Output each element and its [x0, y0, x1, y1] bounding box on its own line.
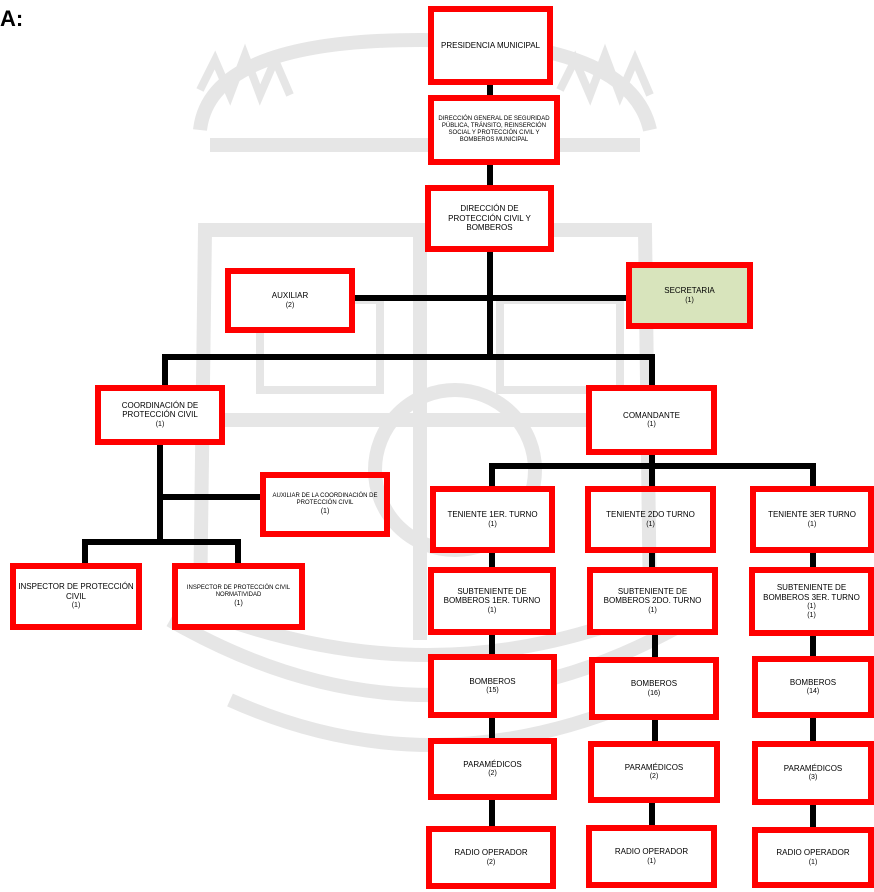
node-count: (1)	[488, 521, 497, 529]
node-subteniente-3er-turno[interactable]: SUBTENIENTE DE BOMBEROS 3ER. TURNO (1) (…	[749, 567, 874, 636]
node-count: (1)	[808, 521, 817, 529]
node-label: SUBTENIENTE DE BOMBEROS 3ER. TURNO	[757, 583, 866, 602]
node-count: (1)	[809, 859, 818, 867]
node-bomberos-1er-turno[interactable]: BOMBEROS (15)	[428, 654, 557, 718]
node-teniente-3er-turno[interactable]: TENIENTE 3ER TURNO (1)	[750, 486, 874, 553]
node-label: AUXILIAR DE LA COORDINACIÓN DE PROTECCIÓ…	[268, 493, 382, 507]
node-direccion-general[interactable]: DIRECCIÓN GENERAL DE SEGURIDAD PÚBLICA, …	[428, 95, 560, 165]
node-count: (1)	[648, 607, 657, 615]
node-bomberos-2do-turno[interactable]: BOMBEROS (16)	[589, 657, 719, 720]
node-label: PARAMÉDICOS	[625, 763, 684, 773]
node-direccion-proteccion-civil[interactable]: DIRECCIÓN DE PROTECCIÓN CIVIL Y BOMBEROS	[425, 185, 554, 252]
node-count: (1)	[488, 607, 497, 615]
node-teniente-1er-turno[interactable]: TENIENTE 1ER. TURNO (1)	[430, 486, 555, 553]
node-paramedicos-2do-turno[interactable]: PARAMÉDICOS (2)	[588, 741, 720, 803]
node-count: (1)	[647, 421, 656, 429]
node-subteniente-1er-turno[interactable]: SUBTENIENTE DE BOMBEROS 1ER. TURNO (1)	[428, 567, 556, 635]
node-inspector-normatividad[interactable]: INSPECTOR DE PROTECCIÓN CIVIL NORMATIVID…	[172, 563, 305, 630]
node-comandante[interactable]: COMANDANTE (1)	[586, 385, 717, 455]
node-label: INSPECTOR DE PROTECCIÓN CIVIL	[18, 582, 134, 601]
node-label: SUBTENIENTE DE BOMBEROS 1ER. TURNO	[436, 587, 548, 606]
node-label: PARAMÉDICOS	[463, 760, 522, 770]
node-secretaria[interactable]: SECRETARIA (1)	[626, 262, 753, 329]
node-label: INSPECTOR DE PROTECCIÓN CIVIL NORMATIVID…	[180, 585, 297, 599]
node-label: DIRECCIÓN GENERAL DE SEGURIDAD PÚBLICA, …	[436, 116, 552, 145]
node-radio-operador-2do-turno[interactable]: RADIO OPERADOR (1)	[586, 825, 717, 888]
node-count: (14)	[807, 688, 819, 696]
node-teniente-2do-turno[interactable]: TENIENTE 2DO TURNO (1)	[585, 486, 716, 553]
node-label: TENIENTE 2DO TURNO	[606, 510, 695, 520]
node-count: (1)	[72, 602, 81, 610]
node-count: (1)	[156, 421, 165, 429]
node-count: (3)	[809, 774, 818, 782]
node-count: (1)	[321, 508, 330, 516]
node-label: TENIENTE 1ER. TURNO	[447, 510, 537, 520]
node-subteniente-2do-turno[interactable]: SUBTENIENTE DE BOMBEROS 2DO. TURNO (1)	[587, 567, 718, 635]
node-count: (2)	[286, 302, 295, 310]
node-radio-operador-3er-turno[interactable]: RADIO OPERADOR (1)	[752, 827, 874, 888]
node-label: DIRECCIÓN DE PROTECCIÓN CIVIL Y BOMBEROS	[433, 204, 546, 233]
node-coordinacion-proteccion-civil[interactable]: COORDINACIÓN DE PROTECCIÓN CIVIL (1)	[95, 385, 225, 445]
node-label: PARAMÉDICOS	[784, 764, 843, 774]
page-heading: A:	[0, 6, 23, 32]
node-count: (2)	[488, 770, 497, 778]
node-label: SUBTENIENTE DE BOMBEROS 2DO. TURNO	[595, 587, 710, 606]
node-presidencia-municipal[interactable]: PRESIDENCIA MUNICIPAL	[428, 6, 553, 85]
node-count: (1)	[685, 297, 694, 305]
node-label: AUXILIAR	[272, 291, 308, 301]
node-label: BOMBEROS	[469, 677, 515, 687]
node-label: COORDINACIÓN DE PROTECCIÓN CIVIL	[103, 401, 217, 420]
node-label: RADIO OPERADOR	[454, 848, 527, 858]
node-auxiliar[interactable]: AUXILIAR (2)	[225, 268, 355, 333]
node-label: SECRETARIA	[664, 286, 715, 296]
node-count: (2)	[487, 859, 496, 867]
node-paramedicos-1er-turno[interactable]: PARAMÉDICOS (2)	[428, 738, 557, 800]
node-label: COMANDANTE	[623, 411, 680, 421]
node-inspector-proteccion-civil[interactable]: INSPECTOR DE PROTECCIÓN CIVIL (1)	[10, 563, 142, 630]
node-label: TENIENTE 3ER TURNO	[768, 510, 856, 520]
node-count: (15)	[486, 687, 498, 695]
node-auxiliar-coordinacion[interactable]: AUXILIAR DE LA COORDINACIÓN DE PROTECCIÓ…	[260, 472, 390, 537]
node-count: (16)	[648, 690, 660, 698]
node-count: (1) (1)	[807, 603, 816, 620]
node-count: (1)	[646, 521, 655, 529]
node-bomberos-3er-turno[interactable]: BOMBEROS (14)	[752, 656, 874, 718]
node-label: BOMBEROS	[790, 678, 836, 688]
node-count: (2)	[650, 773, 659, 781]
node-paramedicos-3er-turno[interactable]: PARAMÉDICOS (3)	[752, 741, 874, 805]
node-count: (1)	[234, 600, 243, 608]
node-label: PRESIDENCIA MUNICIPAL	[441, 41, 540, 51]
node-label: RADIO OPERADOR	[776, 848, 849, 858]
node-radio-operador-1er-turno[interactable]: RADIO OPERADOR (2)	[426, 826, 556, 889]
node-label: BOMBEROS	[631, 679, 677, 689]
node-count: (1)	[647, 858, 656, 866]
node-label: RADIO OPERADOR	[615, 847, 688, 857]
